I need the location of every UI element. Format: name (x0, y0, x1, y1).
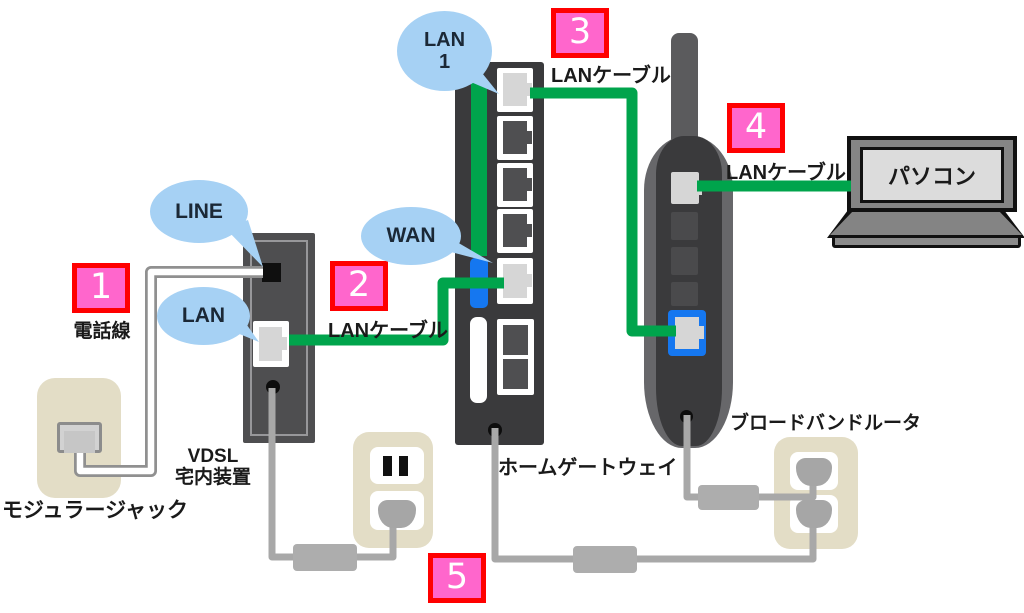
router-power-connector (680, 410, 693, 423)
rj45-jack (503, 325, 528, 355)
vdsl-power-connector (266, 380, 280, 394)
lan1-bubble-line1: LAN (423, 29, 466, 51)
power-plug (378, 500, 416, 528)
step-number: 5 (445, 557, 469, 597)
power-plug (796, 458, 832, 486)
rj45-tab (698, 326, 704, 339)
router-lan-port (671, 172, 702, 204)
step2-label: LANケーブル (328, 320, 448, 342)
rj45-jack (503, 214, 527, 247)
ac-adapter (293, 544, 357, 571)
wan-bubble-text: WAN (386, 224, 436, 247)
gateway-power-connector (488, 423, 502, 437)
wan-port-bubble: WAN (361, 207, 461, 265)
gateway-white-slot (470, 317, 487, 403)
modular-jack-socket-inner (64, 431, 95, 453)
step3-label: LANケーブル (551, 65, 671, 87)
lan1-port-bubble: LAN 1 (397, 11, 492, 91)
pc-label: パソコン (887, 164, 976, 189)
rj45-jack (503, 73, 527, 106)
line-port-bubble: LINE (150, 180, 248, 243)
vdsl-lan-port (253, 321, 289, 367)
rj45-jack (503, 264, 527, 298)
laptop-base (830, 212, 1022, 235)
rj45-tab (526, 274, 532, 287)
power-plug (796, 500, 832, 528)
step4-label: LANケーブル (726, 162, 846, 184)
laptop-screen: パソコン (860, 147, 1004, 203)
outlet-prong-slot (399, 456, 408, 476)
router-port (671, 212, 698, 240)
step-number: 1 (89, 267, 113, 307)
rj45-tab (526, 224, 532, 237)
home-gateway-label: ホームゲートウェイ (498, 457, 678, 479)
vdsl-label: VDSL 宅内装置 (160, 446, 266, 488)
step-box-3: 3 (551, 8, 609, 58)
rj45-jack (259, 327, 282, 361)
gateway-lan4-port (497, 209, 533, 253)
lan-port-bubble: LAN (157, 287, 250, 345)
lan-bubble-text: LAN (181, 304, 226, 327)
outlet-prong-slot (383, 456, 392, 476)
step-number: 2 (347, 265, 371, 305)
rj45-jack (503, 121, 527, 154)
gateway-wan-port (497, 258, 533, 304)
rj45-jack (675, 317, 699, 349)
step-box-5: 5 (428, 553, 486, 603)
rj45-jack (503, 168, 527, 201)
ac-adapter (698, 485, 759, 510)
modular-jack-label: モジュラージャック (2, 499, 189, 522)
step-number: 3 (568, 12, 592, 52)
broadband-router-label: ブロードバンドルータ (730, 413, 921, 434)
router-port (671, 282, 698, 306)
gateway-lan2-port (497, 116, 533, 160)
router-wan-port (668, 310, 706, 356)
line-bubble-text: LINE (175, 199, 223, 223)
vdsl-label-line2: 宅内装置 (174, 467, 251, 488)
laptop-base-bar (832, 235, 1021, 248)
lan1-bubble-line2: 1 (438, 51, 451, 73)
gateway-power-cable (491, 428, 817, 563)
gateway-phone-ports (497, 319, 534, 395)
gateway-blue-tab (470, 258, 488, 308)
step-number: 4 (744, 107, 768, 147)
step1-label: 電話線 (73, 321, 131, 342)
step-box-4: 4 (727, 103, 785, 153)
rj45-jack (503, 359, 528, 389)
gateway-green-stripe (471, 68, 487, 256)
vdsl-line-port (262, 263, 281, 282)
router-antenna (671, 33, 698, 143)
rj45-tab (526, 178, 532, 191)
vdsl-label-line1: VDSL (187, 446, 239, 467)
gateway-lan1-port (497, 68, 533, 112)
ac-adapter (573, 546, 637, 573)
rj45-tab (696, 182, 702, 195)
outlet-socket-top (370, 447, 424, 484)
router-port (671, 247, 698, 275)
rj45-tab (526, 83, 532, 96)
step-box-2: 2 (330, 261, 388, 311)
gateway-lan3-port (497, 163, 533, 207)
rj45-tab (526, 131, 532, 144)
step-box-1: 1 (72, 263, 130, 313)
rj45-tab (281, 337, 287, 350)
